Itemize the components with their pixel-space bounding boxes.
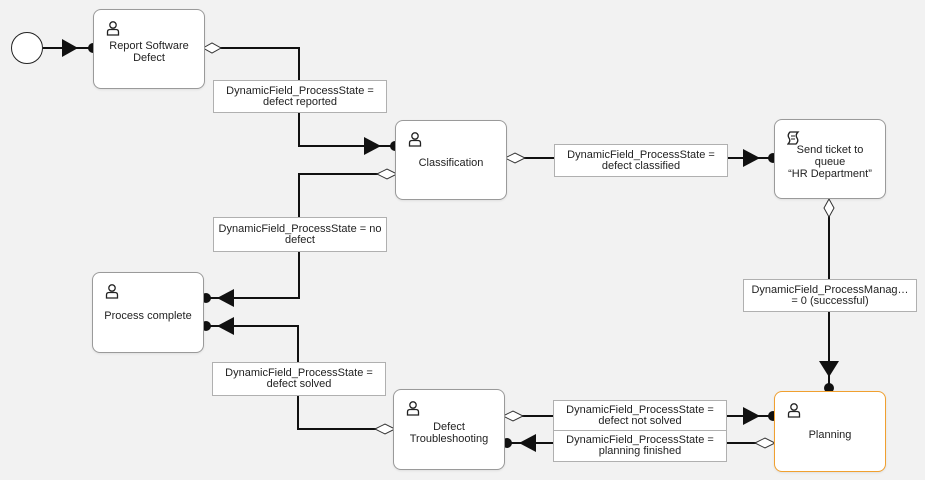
user-task-icon (408, 132, 422, 147)
connector-dot (824, 383, 834, 393)
transition-process-manag[interactable]: DynamicField_ProcessManag… = 0 (successf… (743, 279, 917, 312)
activity-report-software-defect[interactable]: Report Software Defect (93, 9, 205, 89)
transition-planning-finished[interactable]: DynamicField_ProcessState = planning fin… (553, 430, 727, 462)
arrowhead (364, 137, 381, 155)
arrowhead (62, 39, 78, 57)
activity-classification[interactable]: Classification (395, 120, 507, 200)
user-task-icon (787, 403, 801, 418)
activity-label: Send ticket to queue “HR Department” (788, 144, 872, 180)
diamond-connector (823, 197, 835, 219)
arrowhead (217, 317, 234, 335)
diamond-connector (753, 437, 777, 449)
arrowhead (743, 407, 760, 425)
user-task-icon (106, 21, 120, 36)
activity-label: Defect Troubleshooting (409, 420, 489, 445)
transition-defect-reported[interactable]: DynamicField_ProcessState = defect repor… (213, 80, 387, 113)
activity-label: Classification (418, 157, 484, 169)
diamond-connector (375, 168, 399, 180)
user-task-icon (406, 401, 420, 416)
activity-defect-troubleshooting[interactable]: Defect Troubleshooting (393, 389, 505, 470)
start-event[interactable] (11, 32, 43, 64)
activity-send-ticket-to-queue[interactable]: Send ticket to queue “HR Department” (774, 119, 886, 199)
activity-planning[interactable]: Planning (774, 391, 886, 472)
user-task-icon (105, 284, 119, 299)
arrowhead (519, 434, 536, 452)
activity-label: Planning (808, 428, 852, 441)
script-task-icon (787, 131, 800, 145)
transition-no-defect[interactable]: DynamicField_ProcessState = no defect (213, 217, 387, 252)
arrowhead (743, 149, 760, 167)
diamond-connector (373, 423, 397, 435)
activity-label: Process complete (104, 309, 192, 322)
activity-label: Report Software Defect (109, 40, 189, 64)
arrowhead (819, 361, 839, 377)
diamond-connector (201, 42, 223, 54)
transition-defect-classified[interactable]: DynamicField_ProcessState = defect class… (554, 144, 728, 177)
arrowhead (217, 289, 234, 307)
diamond-connector (501, 410, 525, 422)
diamond-connector (503, 152, 527, 164)
transition-defect-solved[interactable]: DynamicField_ProcessState = defect solve… (212, 362, 386, 396)
activity-process-complete[interactable]: Process complete (92, 272, 204, 353)
transition-defect-not-solved[interactable]: DynamicField_ProcessState = defect not s… (553, 400, 727, 431)
